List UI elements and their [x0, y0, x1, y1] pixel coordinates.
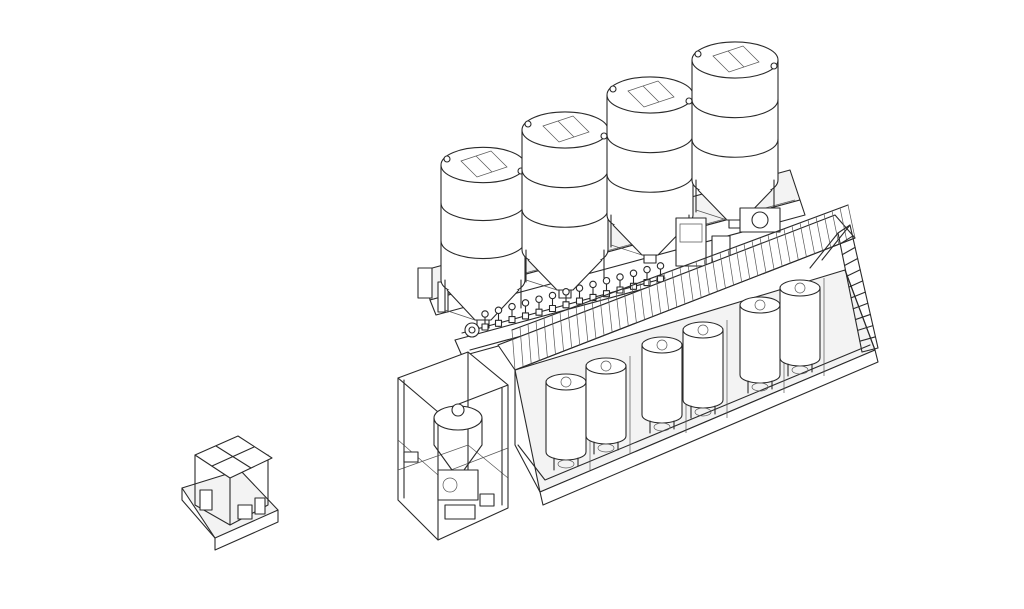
valve: [630, 270, 636, 289]
rail-post: [672, 270, 677, 307]
rail-post: [808, 220, 815, 254]
rail-post: [720, 253, 725, 289]
stair-step: [862, 348, 878, 352]
walkway-railing: [512, 205, 855, 370]
storage-silos: [441, 42, 778, 328]
process-tanks: [546, 278, 824, 470]
stair-step: [849, 281, 863, 287]
stair-step: [847, 270, 860, 277]
rail-post: [616, 291, 620, 329]
rail-post: [768, 235, 774, 270]
process-tank-skid: [498, 205, 878, 505]
rail-post: [792, 226, 798, 260]
rail-post: [592, 300, 596, 338]
rail-post: [664, 273, 669, 310]
rail-post: [776, 232, 782, 266]
rail-post: [544, 318, 547, 357]
rail-post: [680, 268, 685, 305]
rail-post: [816, 217, 823, 251]
silo-3: [607, 77, 693, 263]
rail-post: [640, 282, 645, 319]
rail-post: [784, 229, 790, 263]
stair-step: [858, 326, 873, 331]
rail-post: [608, 294, 612, 332]
rail-post: [528, 324, 531, 364]
rail-post: [760, 238, 766, 273]
valve-cluster: [482, 263, 664, 330]
rail-post: [584, 303, 588, 342]
rail-post: [576, 306, 580, 345]
rail-post: [840, 208, 847, 241]
process-tank-6: [780, 278, 824, 376]
rail-post: [648, 279, 653, 316]
valve: [482, 311, 488, 330]
rail-post: [712, 256, 717, 292]
rail-post: [552, 315, 555, 354]
process-tank-5: [740, 295, 784, 393]
rail-post: [744, 244, 750, 279]
rail-post: [704, 259, 709, 295]
tote-skid: [182, 436, 278, 550]
stair-steps: [838, 225, 878, 352]
rail-post: [800, 223, 806, 257]
valve: [563, 289, 569, 308]
rail-post: [848, 205, 855, 238]
valve: [590, 281, 596, 300]
rail-post: [560, 312, 564, 351]
valve: [644, 266, 650, 285]
rail-post: [624, 288, 628, 326]
rail-post: [736, 247, 742, 282]
rail-post: [632, 285, 636, 323]
stair-step: [840, 236, 852, 244]
process-tank-3: [642, 335, 686, 433]
rail-post: [832, 211, 839, 244]
rail-post: [512, 330, 515, 370]
rail-post: [688, 265, 693, 301]
stair-step: [845, 259, 858, 266]
rail-post: [568, 309, 572, 348]
rail-post: [728, 250, 734, 286]
valve: [522, 300, 528, 319]
silo-4: [692, 42, 778, 228]
valve: [576, 285, 582, 304]
process-tank-4: [683, 320, 727, 418]
valve: [536, 296, 542, 315]
stair-step: [838, 225, 850, 233]
stair-step: [860, 337, 876, 341]
rail-post: [600, 297, 604, 335]
process-tank-1: [546, 372, 590, 470]
rail-post: [536, 321, 539, 361]
rail-post: [752, 241, 758, 276]
stair-step: [853, 303, 868, 308]
access-stairs: [810, 225, 878, 352]
rail-post: [656, 276, 661, 313]
valve: [657, 263, 663, 282]
stair-step: [842, 247, 855, 254]
process-tank-2: [586, 356, 630, 454]
frame-enclosure: [398, 352, 508, 540]
valve: [495, 307, 501, 326]
valve: [509, 303, 515, 322]
stair-step: [855, 314, 870, 319]
rail-post: [696, 262, 701, 298]
valve: [549, 292, 555, 311]
stair-step: [851, 292, 865, 298]
rail-post: [520, 327, 523, 367]
rail-post: [824, 214, 831, 248]
